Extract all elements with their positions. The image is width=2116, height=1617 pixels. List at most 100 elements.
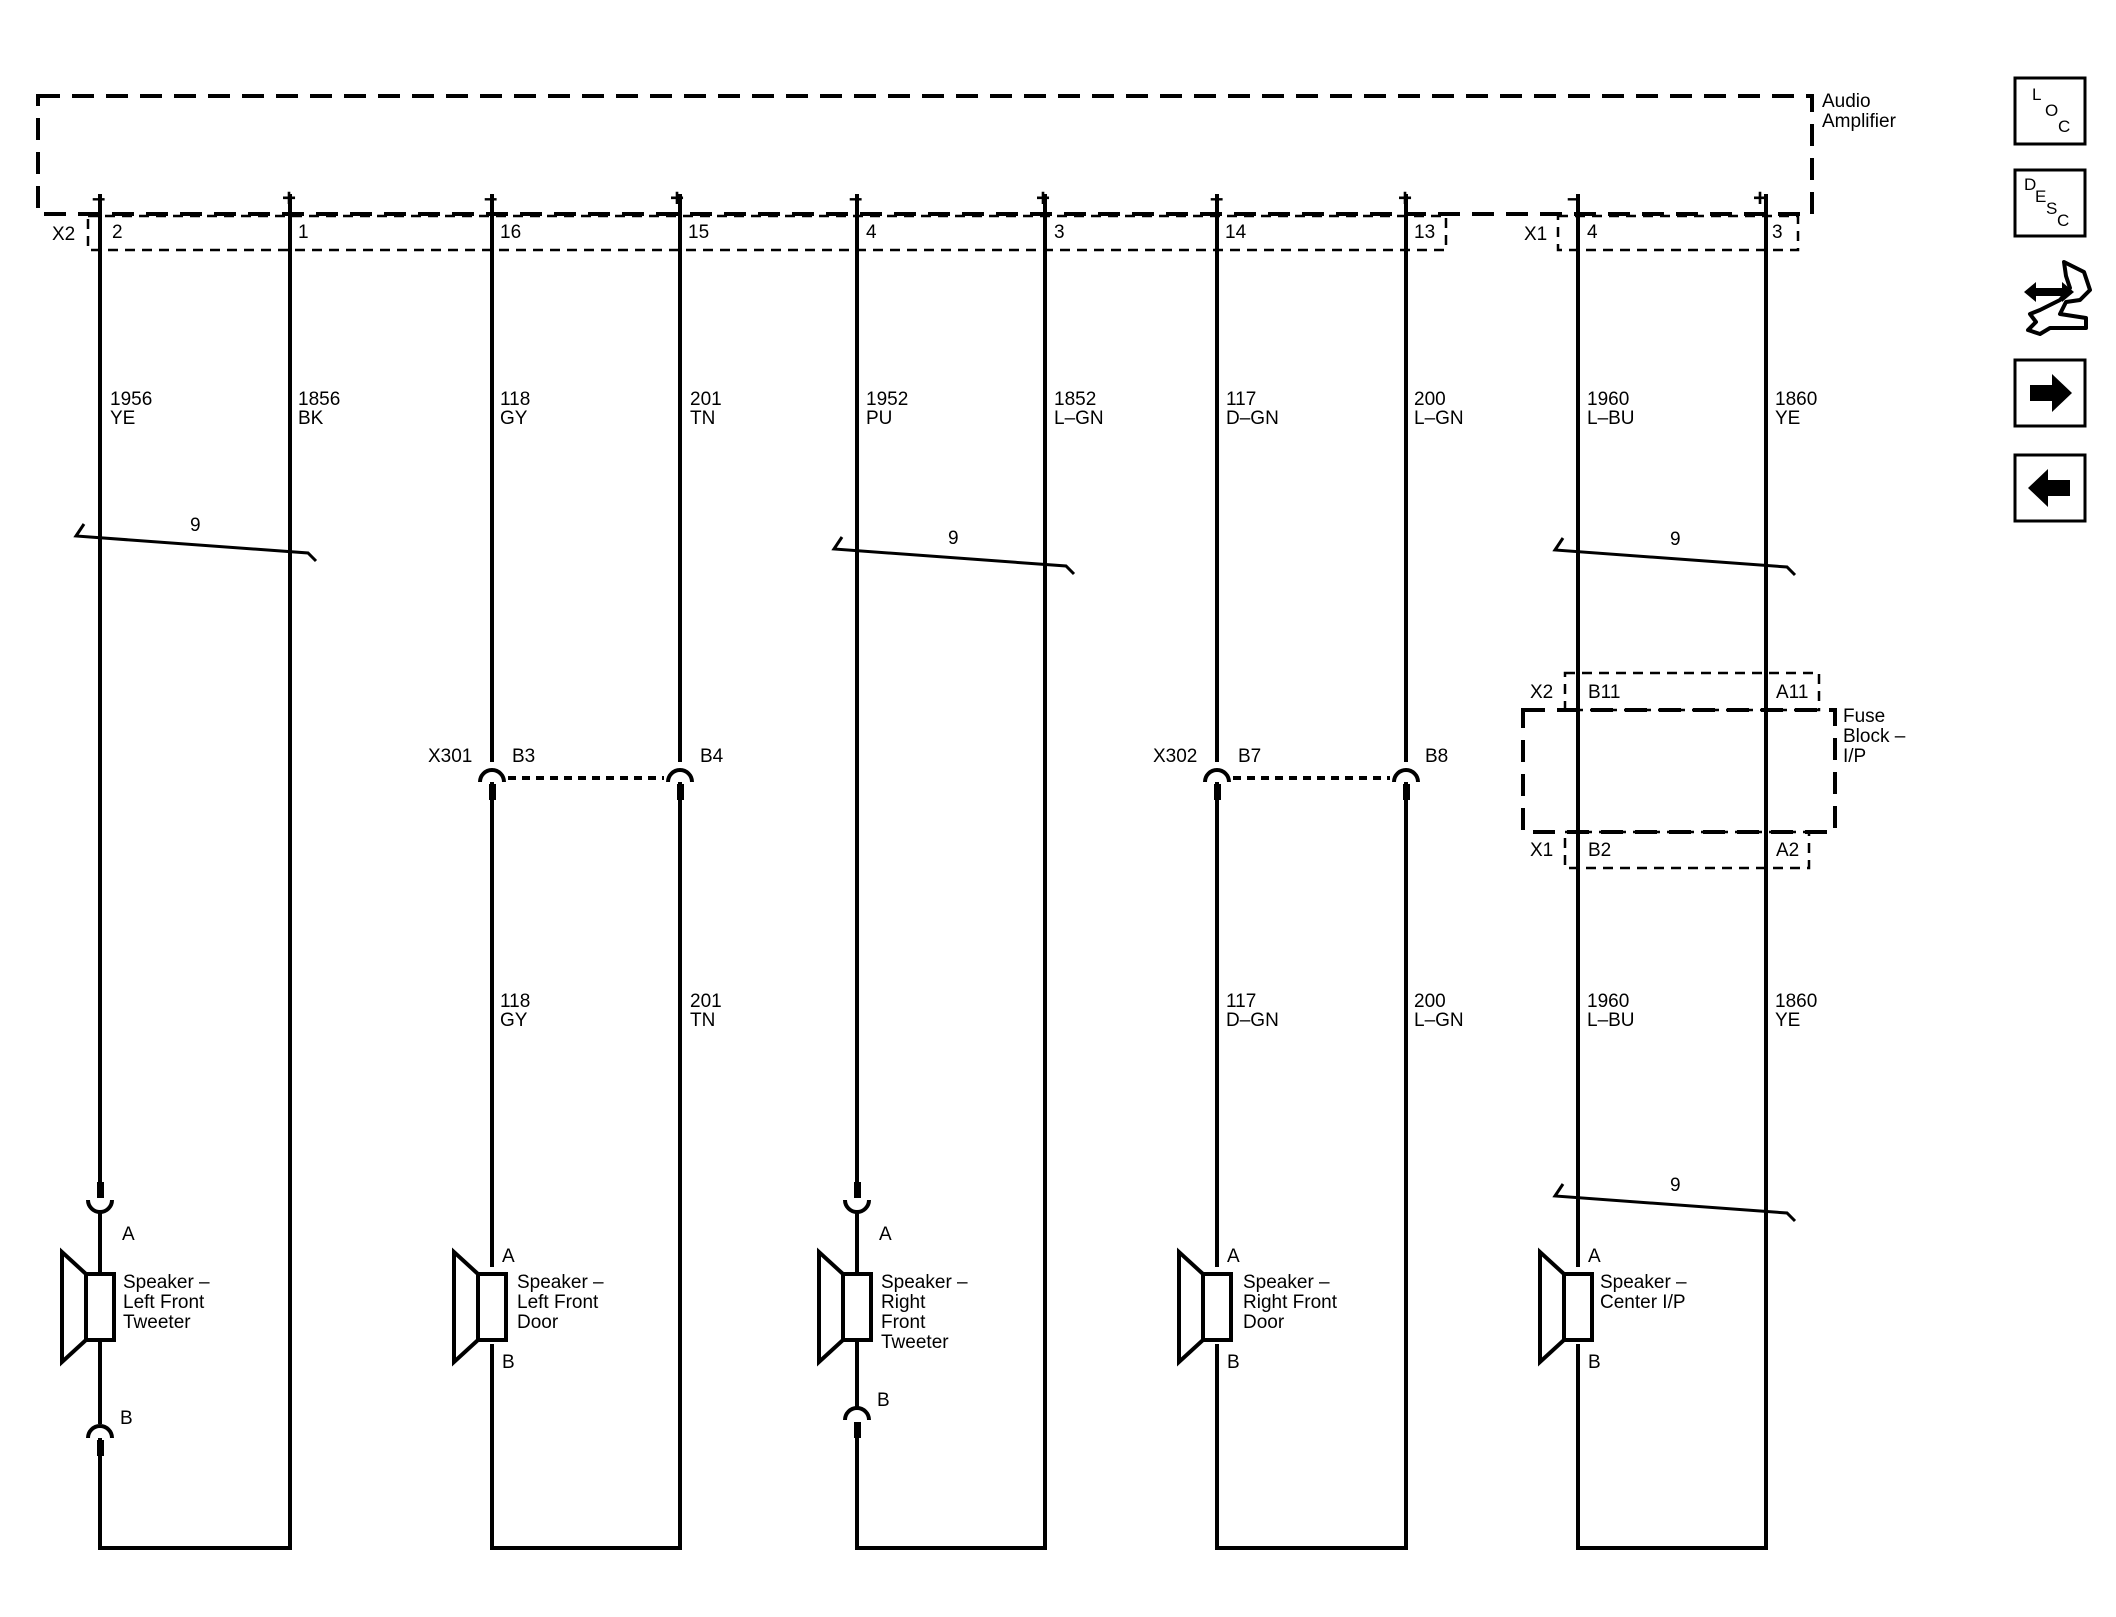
double-arrow-icon[interactable] (2024, 282, 2074, 302)
fuse-block-bottom-pin-right: A2 (1776, 840, 1799, 861)
speaker-name: Left Front (123, 1292, 205, 1313)
pin-number: 1 (298, 222, 309, 243)
fuse-block-bottom-pin-left: B2 (1588, 840, 1611, 861)
connector-male-terminal (854, 1182, 861, 1198)
twisted-pair-label: 9 (948, 528, 959, 549)
twisted-pair-label: 9 (190, 515, 201, 536)
connector-female-terminal (478, 768, 506, 783)
loc-button-frame[interactable] (2013, 76, 2087, 146)
speaker-pin-label: A (122, 1224, 135, 1245)
pin-number: 3 (1054, 222, 1065, 243)
desc-button[interactable]: D E S C (2013, 168, 2087, 238)
wire-color-code: GY (500, 408, 528, 429)
wire-color-code: L–GN (1414, 408, 1464, 429)
wire-circuit-number: 201 (690, 991, 722, 1012)
speaker-name: Door (517, 1312, 559, 1333)
speaker-pin-label: B (1588, 1352, 1601, 1373)
amplifier-connector-x1-label: X1 (1524, 224, 1547, 245)
desc-letter: D (2024, 175, 2036, 194)
pin-number: 3 (1772, 222, 1783, 243)
wire-circuit-number: 1852 (1054, 389, 1096, 410)
desc-letter: E (2035, 187, 2046, 206)
speaker-name: Right Front (1243, 1292, 1338, 1313)
loc-letter: L (2032, 85, 2041, 104)
wire-circuit-number: 200 (1414, 389, 1446, 410)
connector-male-terminal (489, 784, 496, 800)
connector-female-terminal (1392, 768, 1420, 783)
desc-letter: C (2057, 211, 2069, 230)
connector-male-terminal (854, 1422, 861, 1438)
speaker-name: Speaker – (517, 1272, 604, 1293)
wire-circuit-number: 117 (1226, 389, 1256, 410)
speaker-icon (60, 1247, 88, 1367)
amplifier-label-line1: Audio (1822, 91, 1871, 112)
amplifier-connector-x2-label: X2 (52, 224, 75, 245)
twisted-pair-marker (1552, 1183, 1797, 1223)
pin-number: 16 (500, 222, 521, 243)
inline-connector-id: X302 (1153, 746, 1197, 767)
wire-color-code: L–BU (1587, 1010, 1635, 1031)
twisted-pair-label: 9 (1670, 1175, 1681, 1196)
twisted-pair-markers (73, 523, 1797, 1223)
fuse-block-label-line3: I/P (1843, 746, 1866, 767)
lower-wire-labels: 118 GY 201 TN 117 D–GN 200 L–GN 1960 L–B… (500, 991, 1817, 1031)
connector-male-terminal (1214, 784, 1221, 800)
twisted-pair-marker (831, 536, 1076, 576)
speaker-pin-label: B (877, 1390, 890, 1411)
speaker-name: Right (881, 1292, 926, 1313)
speaker-center-ip: A B Speaker – Center I/P (1538, 1246, 1687, 1373)
fuse-block-label-line1: Fuse (1843, 706, 1885, 727)
fuse-block-bottom-connector: X1 (1530, 840, 1553, 861)
component-service-button[interactable] (2024, 260, 2092, 336)
next-page-button[interactable] (2013, 358, 2087, 428)
wire-color-code: D–GN (1226, 408, 1279, 429)
inline-connector-pin: B7 (1238, 746, 1261, 767)
connector-female-terminal (843, 1199, 871, 1214)
wire-circuit-number: 1952 (866, 389, 908, 410)
wire-circuit-number: 1860 (1775, 389, 1817, 410)
arrow-right-icon[interactable] (2030, 374, 2072, 412)
speaker-icon (817, 1247, 845, 1367)
inline-connector-id: X301 (428, 746, 472, 767)
arrow-left-icon[interactable] (2028, 469, 2070, 507)
inline-connector-pin: B3 (512, 746, 535, 767)
desc-button-frame[interactable] (2013, 168, 2087, 238)
previous-page-button[interactable] (2013, 453, 2087, 523)
pin-number: 4 (866, 222, 877, 243)
connector-female-terminal (666, 768, 694, 783)
fuse-block-connector-x1 (1563, 830, 1811, 870)
connector-male-terminal (1403, 784, 1410, 800)
pin-number: 2 (112, 222, 123, 243)
speaker-pin-label: A (879, 1224, 892, 1245)
connector-female-terminal (86, 1424, 114, 1439)
connector-female-terminal (1203, 768, 1231, 783)
speaker-icon-magnet (84, 1272, 116, 1342)
wire-circuit-number: 200 (1414, 991, 1446, 1012)
wire-color-code: TN (690, 408, 715, 429)
fuse-block-top-pin-left: B11 (1588, 682, 1620, 703)
fuse-block-ip (1521, 671, 1837, 870)
speaker-icon (1538, 1247, 1566, 1367)
wrench-icon[interactable] (2026, 260, 2092, 336)
connector-male-terminal (97, 1182, 104, 1198)
pin-number: 15 (688, 222, 709, 243)
inline-connector-x301: X301 B3 B4 (428, 746, 724, 800)
twisted-pair-marker (1552, 537, 1797, 577)
connector-female-terminal (843, 1406, 871, 1421)
audio-amplifier-box (36, 94, 1814, 216)
wire-circuit-number: 201 (690, 389, 722, 410)
loc-button[interactable]: L O C (2013, 76, 2087, 146)
pin-sign: + (1753, 185, 1767, 212)
amplifier-label-line2: Amplifier (1822, 111, 1897, 132)
speaker-icon (1177, 1247, 1205, 1367)
twisted-pair-marker (73, 523, 318, 563)
speaker-pin-label: A (1227, 1246, 1240, 1267)
wires (98, 194, 1768, 1550)
wire-color-code: TN (690, 1010, 715, 1031)
fuse-block-label-line2: Block – (1843, 726, 1906, 747)
wire-circuit-number: 117 (1226, 991, 1256, 1012)
wire-color-code: YE (1775, 1010, 1800, 1031)
amplifier-connector-x1-housing (1556, 214, 1800, 252)
desc-letter: S (2046, 199, 2057, 218)
